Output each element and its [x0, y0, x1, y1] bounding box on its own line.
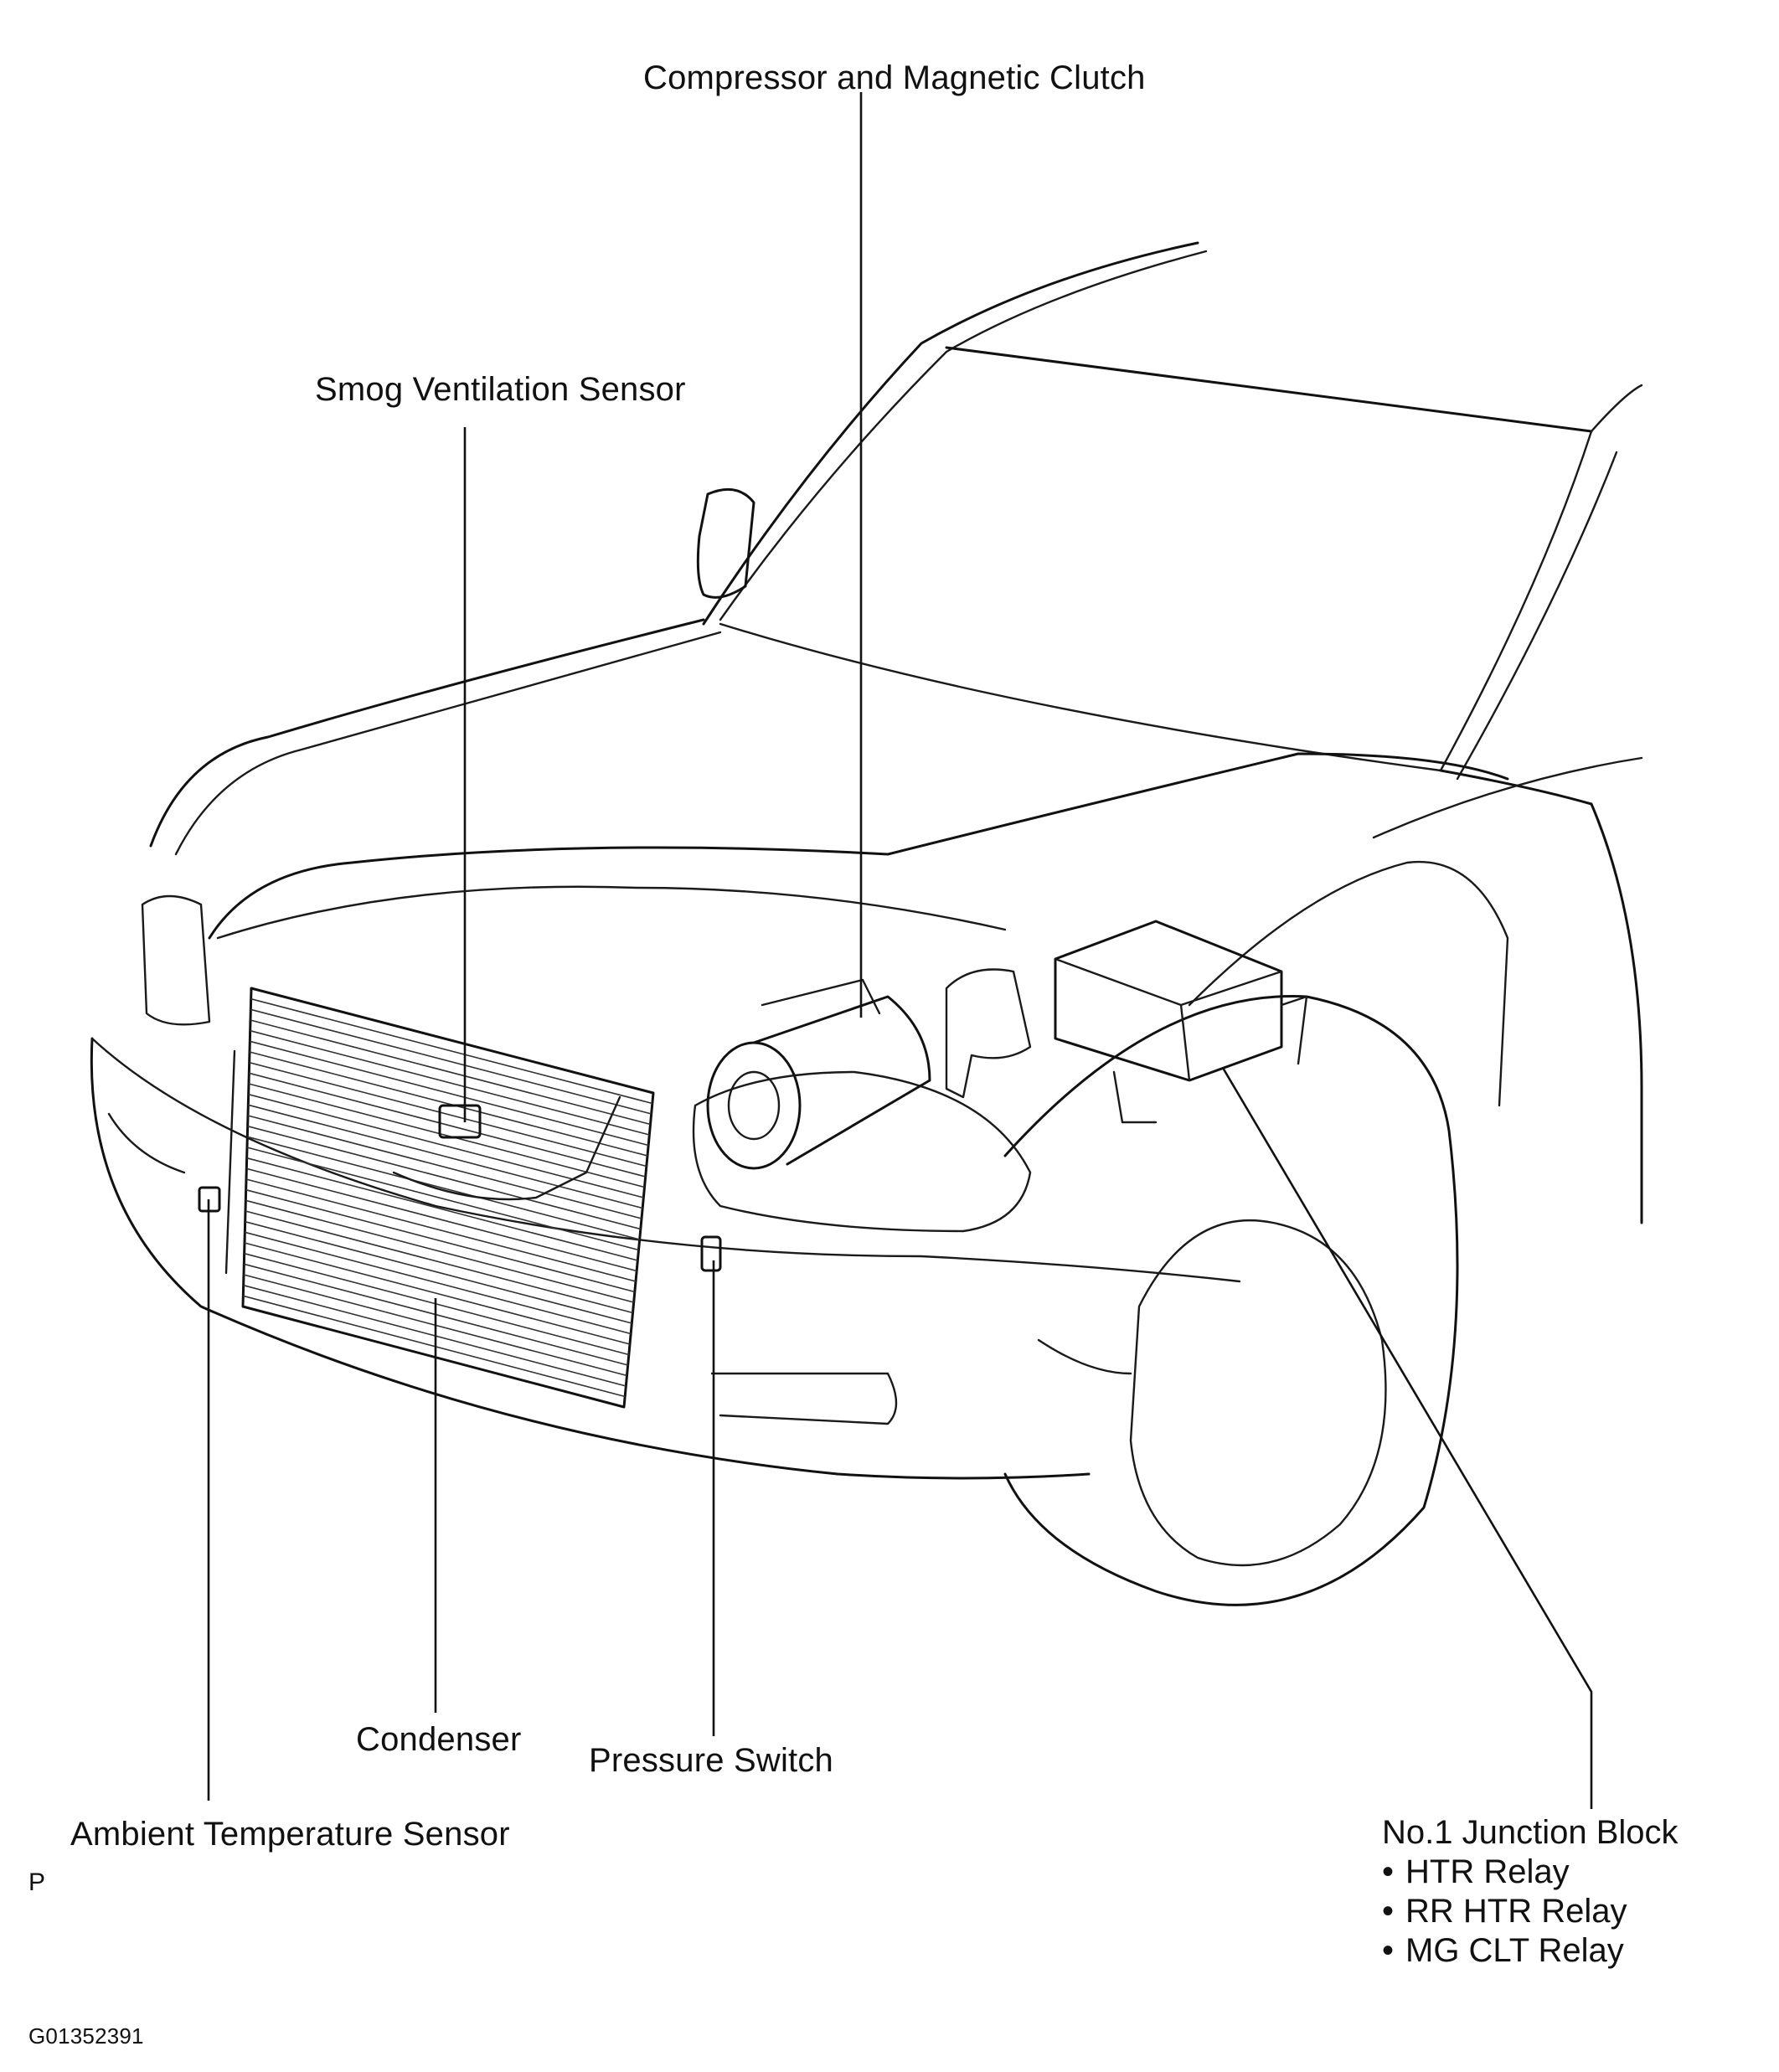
condenser-fin	[246, 1157, 638, 1261]
condenser-fin	[247, 1115, 642, 1219]
condenser-fin	[248, 1093, 644, 1198]
condenser-fin	[250, 997, 653, 1105]
condenser-fin	[246, 1147, 639, 1251]
junction-block-item-text: MG CLT Relay	[1405, 1932, 1624, 1969]
condenser-fin	[248, 1104, 643, 1209]
condenser-fin	[248, 1083, 645, 1188]
condenser-fin	[245, 1220, 632, 1324]
side-mirror	[696, 487, 755, 599]
label-condenser: Condenser	[356, 1721, 522, 1758]
condenser-fin	[247, 1125, 642, 1230]
condenser-fin	[249, 1051, 648, 1157]
junction-block-title: No.1 Junction Block	[1382, 1814, 1678, 1851]
junction-block-item-text: HTR Relay	[1405, 1853, 1570, 1890]
label-smog-ventilation-sensor: Smog Ventilation Sensor	[315, 371, 686, 408]
headlights	[141, 894, 1032, 1233]
condenser-fin	[245, 1210, 633, 1314]
junction-block-item: • HTR Relay	[1382, 1853, 1678, 1892]
bullet-mark: •	[1382, 1932, 1395, 1969]
junction-block-item: • MG CLT Relay	[1382, 1931, 1678, 1971]
bullet-mark: •	[1382, 1893, 1395, 1930]
bullet-mark: •	[1382, 1853, 1395, 1890]
junction-block-item-text: RR HTR Relay	[1405, 1893, 1627, 1930]
fender-outline	[1003, 756, 1643, 1606]
label-ambient-temperature-sensor: Ambient Temperature Sensor	[70, 1816, 510, 1853]
windshield-outline	[702, 241, 1643, 781]
condenser-fin	[246, 1167, 637, 1272]
condenser-fin	[250, 1029, 650, 1136]
hood-outline	[149, 618, 1509, 940]
condenser-fin	[250, 1040, 649, 1147]
condenser-fin	[249, 1061, 647, 1167]
corner-mark: P	[28, 1868, 46, 1896]
condenser-unit	[224, 987, 655, 1409]
pressure-switch-part	[700, 1235, 722, 1272]
condenser-fin	[250, 1008, 652, 1115]
condenser-fin	[245, 1178, 637, 1282]
condenser-fin	[244, 1242, 631, 1345]
washer-reservoir	[945, 968, 1032, 1099]
figure-id: G01352391	[28, 2023, 144, 2049]
label-compressor: Compressor and Magnetic Clutch	[643, 59, 1146, 96]
condenser-fin	[245, 1199, 634, 1303]
compressor-unit	[706, 978, 931, 1170]
condenser-fin	[245, 1231, 632, 1335]
condenser-fin	[245, 1188, 636, 1293]
condenser-fin	[247, 1136, 640, 1240]
leader-lines	[207, 92, 1593, 1809]
junction-block-item: • RR HTR Relay	[1382, 1892, 1678, 1931]
smog-ventilation-sensor	[438, 1104, 482, 1139]
condenser-fin	[243, 1295, 626, 1398]
condenser-fin	[250, 1019, 651, 1126]
junction-block-unit	[1054, 920, 1308, 1124]
condenser-fin	[249, 1072, 646, 1178]
label-junction-block: No.1 Junction Block • HTR Relay • RR HTR R…	[1382, 1813, 1678, 1971]
bumper-outline	[90, 1037, 1241, 1480]
label-pressure-switch: Pressure Switch	[589, 1742, 833, 1779]
